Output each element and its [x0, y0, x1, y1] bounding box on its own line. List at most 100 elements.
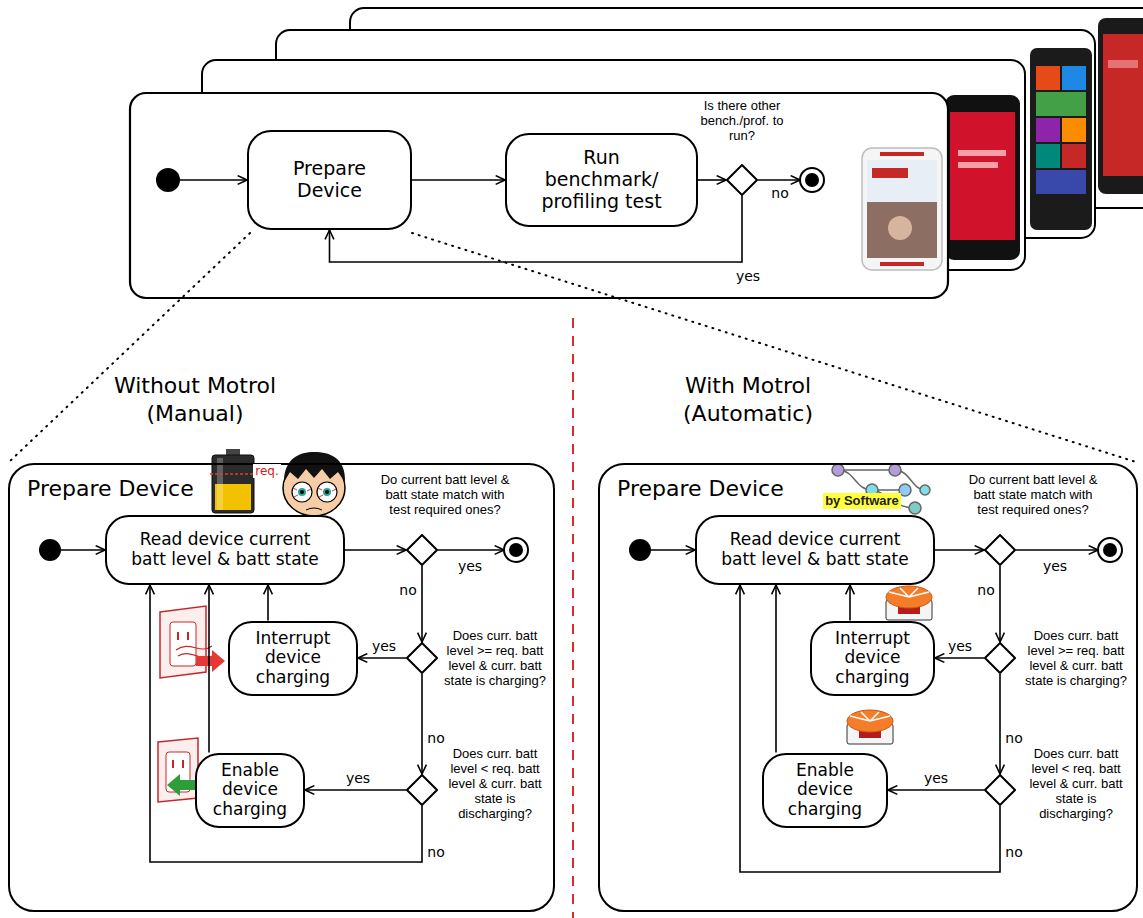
start-node [39, 539, 61, 561]
software-graph-icon [832, 464, 844, 476]
node-label: Enable device charging [778, 761, 873, 820]
power-socket-plug [182, 760, 184, 768]
power-socket-plug [167, 774, 196, 796]
panel-caption: With Motrol (Automatic) [648, 372, 848, 428]
zoom-guide-line [9, 233, 250, 462]
flow-arrow [421, 566, 423, 642]
node-label: Run benchmark/ profiling test [532, 147, 672, 213]
phone-picture [1098, 18, 1143, 194]
battery-picture [226, 449, 240, 455]
edge-label: no [1003, 844, 1024, 860]
flow-arrow [999, 566, 1001, 642]
panel-caption: Without Motrol (Manual) [95, 372, 295, 428]
software-graph-icon [909, 502, 921, 514]
phone-picture [1036, 118, 1060, 142]
decision-question: Do current batt level & batt state match… [963, 472, 1103, 517]
phone-picture [1036, 92, 1086, 116]
decision-diamond: Does curr. batt level >= req. batt level… [984, 642, 1016, 674]
edge-label: no [975, 582, 996, 598]
decision-diamond: Do current batt level & batt state match… [406, 534, 438, 566]
power-socket-unplug [160, 606, 206, 678]
phone-picture [880, 152, 924, 156]
flow-arrow [698, 179, 726, 181]
flow-arrow [888, 789, 984, 791]
flow-label: no [769, 185, 790, 201]
end-node [504, 168, 1122, 562]
end-node [504, 538, 528, 562]
tired-face-picture [283, 452, 345, 516]
terminal-arrow [61, 180, 1098, 550]
phone-picture [880, 262, 924, 266]
flow-arrow [358, 657, 406, 659]
software-graph-icon [920, 485, 930, 495]
tired-face-picture [300, 490, 304, 494]
power-socket-unplug [187, 632, 189, 640]
phone-picture [1062, 66, 1086, 90]
smart-plug-picture [886, 586, 932, 620]
edge-label: yes [344, 770, 372, 786]
tired-face-picture [298, 488, 306, 496]
diamond-outline [727, 165, 757, 195]
diamond-outline [406, 642, 438, 674]
flow-arrow [999, 674, 1001, 774]
tired-face-picture [317, 482, 337, 502]
diamond-outline [407, 643, 437, 673]
tired-face-picture [284, 452, 345, 482]
node-label: Read device current batt level & batt st… [125, 530, 325, 569]
decision-question: Does curr. batt level >= req. batt level… [442, 628, 548, 688]
tired-face-picture [292, 482, 312, 502]
terminal-arrow [758, 179, 800, 181]
decision-diamond: Does curr. batt level < req. batt level … [406, 774, 438, 806]
software-graph-icon [889, 464, 901, 476]
phone-picture [950, 112, 1015, 240]
terminal-arrow [1016, 549, 1098, 551]
highlight-label: by Software [823, 493, 901, 509]
power-socket-plug [158, 738, 198, 802]
process-box: Read device current batt level & batt st… [695, 515, 935, 585]
edge-label: yes [734, 268, 762, 284]
flow-arrow [935, 549, 984, 551]
power-socket-unplug [160, 606, 225, 678]
diamond-outline [984, 534, 1016, 566]
flow-arrow [345, 549, 406, 551]
edge-label: yes [922, 770, 950, 786]
decision-question: Does curr. batt level >= req. batt level… [1022, 628, 1130, 688]
smart-plug-picture [847, 710, 893, 744]
flow-arrow [305, 789, 406, 791]
flow-arrow [267, 585, 269, 621]
process-box: Prepare Device [247, 130, 412, 230]
start-node [629, 539, 651, 561]
power-socket-unplug [177, 632, 179, 640]
phone-picture [1036, 66, 1060, 90]
diamond-outline [407, 775, 437, 805]
flow-label: yes [1041, 558, 1069, 574]
flow-label: yes [456, 558, 484, 574]
phone-picture [945, 95, 1020, 260]
phone-picture [945, 95, 1020, 260]
tired-face-picture [293, 488, 336, 497]
panel-heading: Prepare Device [27, 475, 194, 503]
zoom-guide-line [412, 233, 1136, 462]
power-socket-plug [172, 760, 174, 768]
tired-face-picture [306, 508, 322, 510]
start-node [156, 168, 180, 192]
terminal-arrow [438, 549, 504, 551]
smart-plug-picture [847, 710, 893, 732]
phone-picture [1030, 48, 1092, 230]
phone-picture [862, 148, 942, 270]
process-panel: Read device current batt level & batt st… [8, 463, 555, 912]
diamond-outline [984, 642, 1016, 674]
flow-arrow [849, 585, 851, 621]
battery-picture [210, 449, 256, 513]
phone-picture [1098, 18, 1143, 194]
end-node [1098, 538, 1122, 562]
flow-arrow [421, 674, 423, 774]
phone-picture [888, 216, 912, 240]
edge-label: no [425, 730, 446, 746]
process-box: Read device current batt level & batt st… [105, 515, 345, 585]
device-card [130, 93, 948, 298]
phone-picture [958, 150, 1006, 156]
node-label: Prepare Device [275, 158, 385, 202]
callout-label: req. [253, 464, 280, 478]
smart-plug-picture [886, 586, 932, 608]
